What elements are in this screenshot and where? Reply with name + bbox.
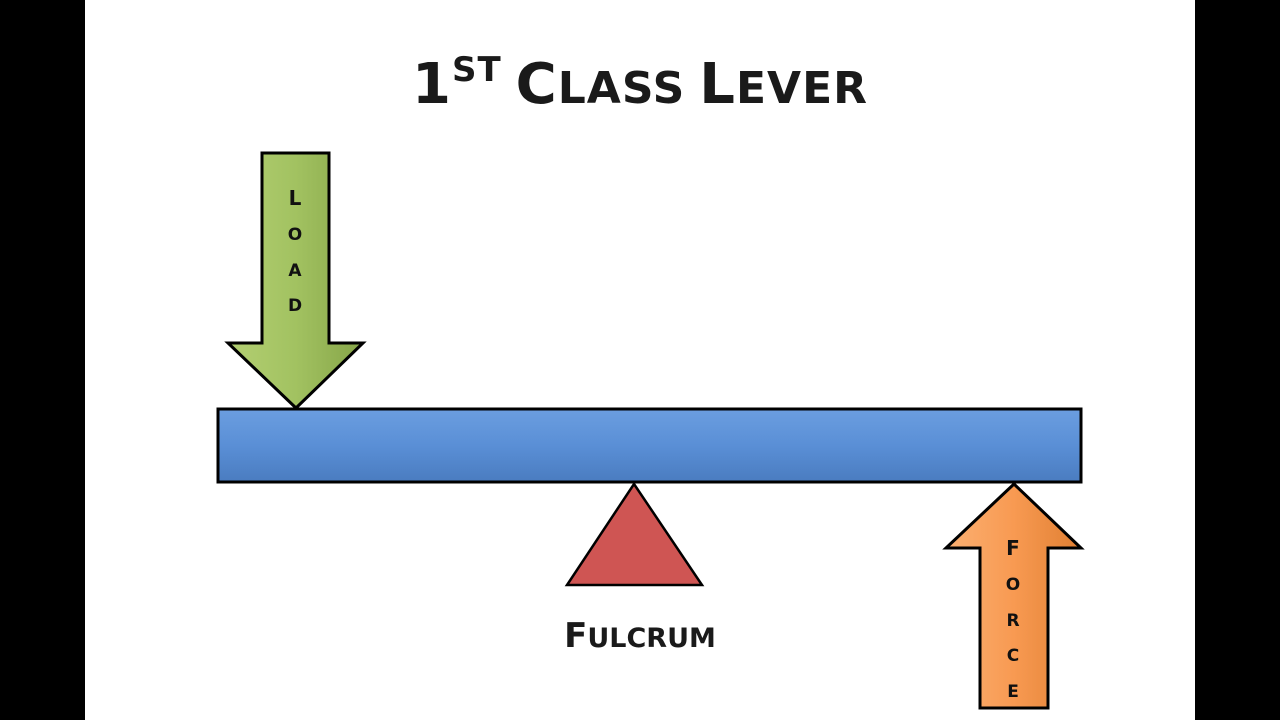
right-border	[1195, 0, 1280, 720]
force-letter: E	[1007, 682, 1019, 702]
fulcrum-triangle	[564, 481, 705, 587]
force-letter: F	[1006, 536, 1020, 560]
force-arrow: F O R C E	[942, 481, 1085, 710]
fulcrum-label: FULCRUM	[564, 616, 716, 656]
force-letter: R	[1006, 611, 1019, 631]
load-letter: D	[288, 296, 302, 316]
load-letter: O	[288, 225, 302, 245]
force-letter: C	[1007, 646, 1019, 666]
load-letter: L	[289, 186, 302, 210]
load-arrow: L O A D	[224, 151, 367, 411]
lever-bar	[216, 407, 1083, 484]
left-border	[0, 0, 85, 720]
force-letter: O	[1006, 575, 1020, 595]
load-letter: A	[288, 261, 302, 281]
